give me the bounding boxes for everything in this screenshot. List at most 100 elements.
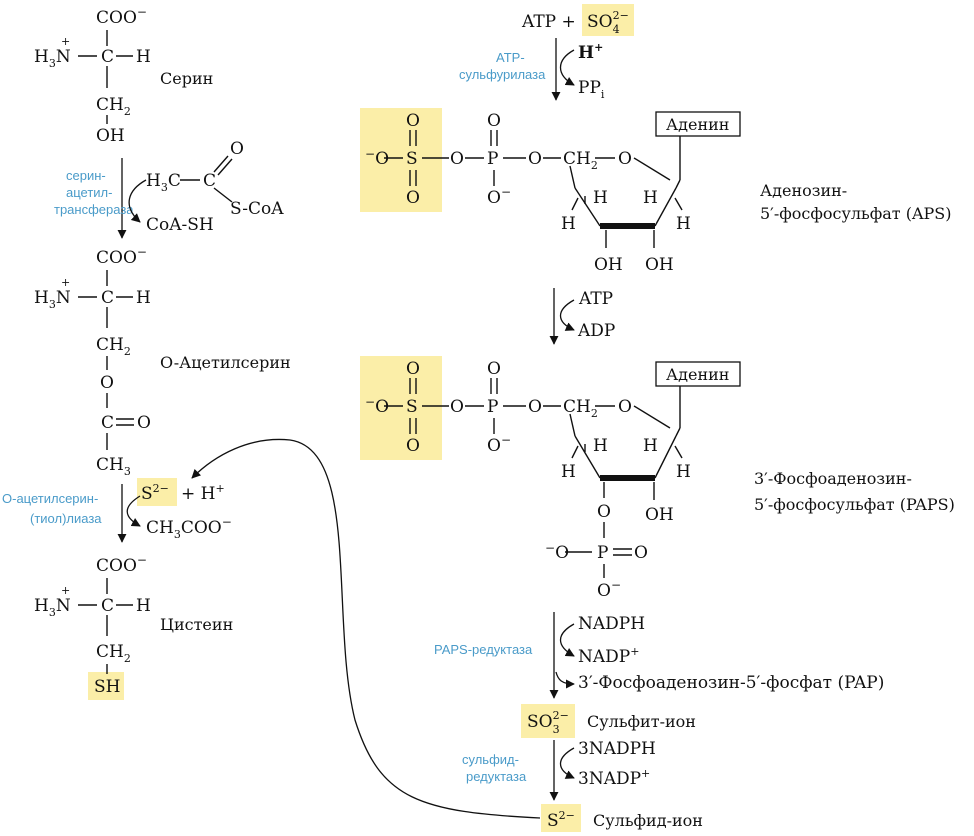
svg-text:3NADP+: 3NADP+	[578, 767, 650, 789]
svg-text:H3N: H3N	[34, 288, 71, 311]
svg-text:H: H	[136, 596, 151, 616]
so3-highlight	[521, 704, 575, 738]
enzyme-label-5b: редуктаза	[466, 769, 527, 784]
s2-highlight-bottom	[541, 804, 581, 832]
sulfite-formula: SO	[527, 712, 553, 732]
svg-text:H: H	[136, 288, 151, 308]
svg-text:H3C: H3C	[146, 171, 181, 194]
nadp-label: NADP	[578, 647, 630, 667]
sulfate-ion: SO	[587, 12, 613, 32]
svg-text:C: C	[203, 171, 216, 191]
aps-sulfate-highlight	[360, 108, 442, 212]
adp-label: ADP	[577, 321, 615, 341]
svg-text:O: O	[406, 359, 420, 379]
svg-text:C: C	[101, 288, 114, 308]
svg-text:H: H	[593, 188, 608, 208]
atp-sulfurylase-step: ATP + SO42− ATP- сульфурилаза H+ PPi	[459, 9, 629, 101]
enzyme-label-4: PAPS-редуктаза	[434, 642, 533, 657]
3nadp-label: 3NADP	[578, 769, 641, 789]
enzyme-label-1b: ацетил-	[66, 185, 112, 200]
svg-text:O−: O−	[487, 185, 511, 208]
svg-text:SO32−: SO32−	[527, 709, 569, 736]
svg-text:COO−: COO−	[96, 553, 147, 576]
svg-text:−O: −O	[365, 147, 389, 169]
paps-label-1: 3′-Фосфоаденозин-	[754, 469, 912, 488]
svg-text:OH: OH	[645, 255, 674, 275]
pap-label: 3′-Фосфоаденозин-5′-фосфат (PAP)	[578, 673, 884, 693]
enzyme-label-1a: серин-	[66, 168, 106, 183]
3nadph-label: 3NADPH	[578, 739, 656, 759]
svg-text:O: O	[487, 111, 501, 131]
svg-text:CH3: CH3	[96, 455, 131, 478]
svg-text:−O: −O	[365, 395, 389, 417]
svg-text:O: O	[618, 149, 632, 169]
svg-text:S: S	[406, 397, 418, 417]
svg-text:C: C	[101, 596, 114, 616]
sulfide-ion-group: S2− Сульфид-ион	[547, 809, 703, 831]
sulfite-label: Сульфит-ион	[587, 712, 696, 731]
svg-text:P: P	[487, 397, 498, 417]
sulfite-ion-group: SO32− Сульфит-ион	[527, 709, 696, 736]
nadph-label: NADPH	[578, 614, 645, 634]
svg-text:H+: H+	[578, 41, 603, 63]
sulfide-reactant: S	[141, 484, 153, 504]
svg-text:O: O	[487, 359, 501, 379]
svg-text:H: H	[561, 462, 576, 482]
svg-text:COO−: COO−	[96, 5, 147, 28]
svg-text:O: O	[450, 397, 464, 417]
svg-text:P: P	[597, 543, 608, 563]
adenine-box-paps	[655, 361, 741, 387]
svg-text:O−: O−	[487, 433, 511, 456]
svg-text:+ H+: + H+	[181, 482, 225, 504]
svg-text:O: O	[618, 397, 632, 417]
svg-text:O: O	[450, 149, 464, 169]
aps-label-2: 5′-фосфосульфат (APS)	[760, 204, 952, 223]
serine-acetyltransferase-step: серин- ацетил- трансфераза H3C C O S-CoA…	[54, 139, 284, 239]
svg-text:O: O	[230, 139, 244, 159]
svg-text:H: H	[136, 47, 151, 67]
svg-text:P: P	[487, 149, 498, 169]
svg-text:O: O	[528, 397, 542, 417]
svg-text:CH2: CH2	[96, 642, 131, 665]
svg-text:ATP +: ATP +	[521, 12, 576, 32]
svg-text:C: C	[101, 47, 114, 67]
svg-text:Аденин: Аденин	[666, 115, 729, 134]
enzyme-label-2b: (тиол)лиаза	[30, 511, 102, 526]
svg-text:H3N: H3N	[34, 596, 71, 619]
o-acetylserine-thiol-lyase-step: O-ацетилсерин- (тиол)лиаза S2− + H+ CH3C…	[2, 482, 232, 543]
svg-text:Аденин: Аденин	[666, 365, 729, 384]
sulfide-label: Сульфид-ион	[593, 811, 703, 830]
svg-text:O: O	[406, 188, 420, 208]
svg-text:−O: −O	[545, 541, 569, 563]
svg-text:O: O	[634, 543, 648, 563]
svg-text:H: H	[643, 436, 658, 456]
svg-text:S2−: S2−	[547, 809, 575, 831]
svg-text:+: +	[61, 584, 70, 597]
svg-text:COO−: COO−	[96, 245, 147, 268]
aps-structure: −O S O O O P O O− O CH2 O Аденин	[365, 111, 952, 275]
o-acetylserine-label: O-Ацетилсерин	[160, 353, 291, 372]
svg-text:CH2: CH2	[96, 95, 131, 118]
svg-text:H: H	[676, 462, 691, 482]
sulfide-return-arrow	[191, 438, 541, 819]
svg-text:S-CoA: S-CoA	[230, 199, 284, 219]
highlights	[88, 4, 634, 832]
sh-highlight	[88, 672, 124, 700]
serine-coo: COO	[96, 8, 137, 28]
svg-text:+: +	[61, 35, 70, 48]
svg-text:H: H	[593, 436, 608, 456]
cysteine-structure: COO− H3N + C H CH2 SH Цистеин	[34, 553, 233, 697]
svg-text:CH2: CH2	[563, 397, 598, 420]
svg-text:C: C	[101, 413, 114, 433]
paps-reductase-step: PAPS-редуктаза NADPH NADP+ 3′-Фосфоадено…	[434, 612, 884, 699]
svg-text:O: O	[528, 149, 542, 169]
enzyme-label-2a: O-ацетилсерин-	[2, 491, 98, 506]
svg-text:OH: OH	[594, 255, 623, 275]
paps-structure: −O S O O O P O O− O CH2 O Аденин H	[365, 359, 955, 601]
atp-label: ATP	[578, 289, 613, 309]
sulfide-formula: S	[547, 811, 559, 831]
svg-text:H3N: H3N	[34, 47, 71, 70]
acetate-product: CH	[146, 518, 174, 538]
svg-text:PPi: PPi	[578, 78, 605, 101]
svg-text:CH3COO−: CH3COO−	[146, 515, 232, 541]
